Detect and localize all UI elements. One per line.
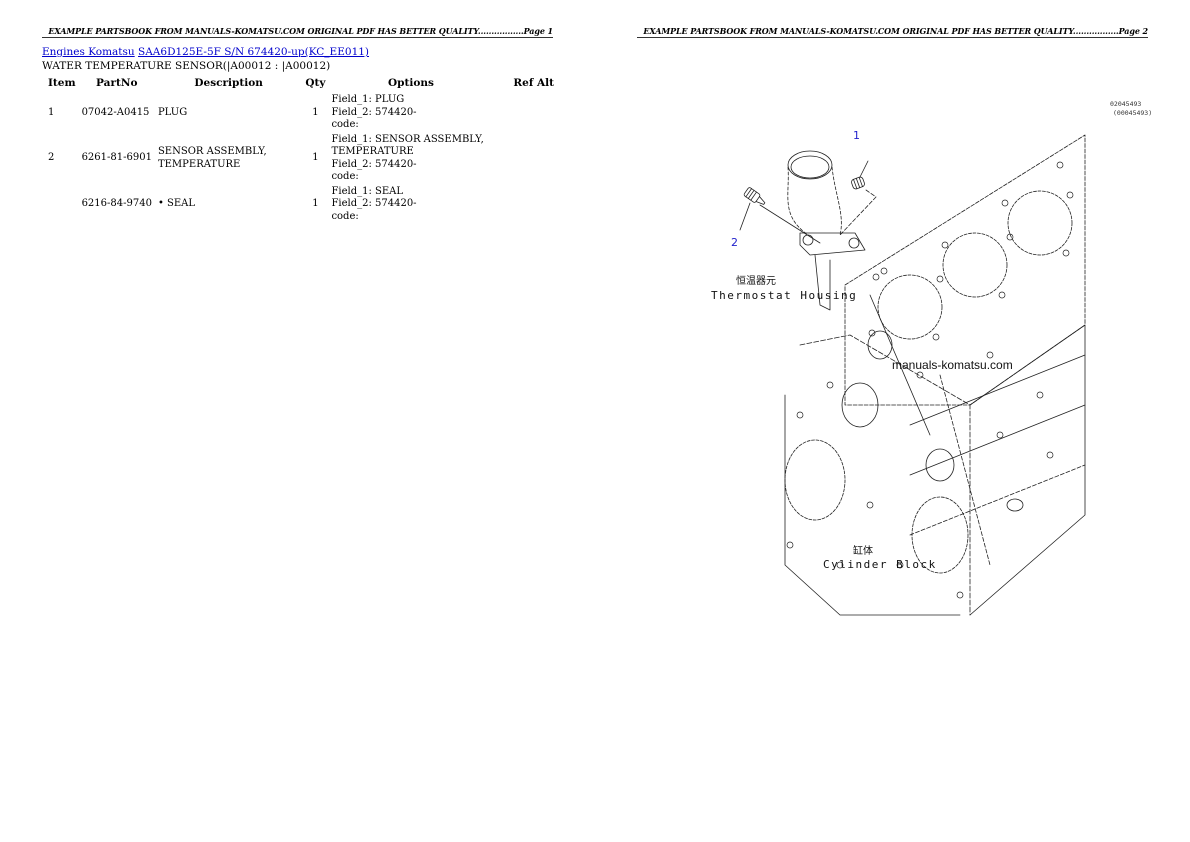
cell-ref-alt: [493, 93, 557, 133]
section-title: WATER TEMPERATURE SENSOR(|A00012 : |A000…: [42, 60, 331, 72]
cell-item: 2: [48, 152, 55, 164]
thermostat-housing-label-cjk: 恒温器元: [736, 276, 776, 287]
drawing-code: 02045493 (00045493): [1110, 100, 1152, 118]
cell-partno: 6261-81-6901: [81, 152, 152, 164]
option-line: Field_1: PLUG: [331, 94, 405, 105]
page-header: EXAMPLE PARTSBOOK FROM MANUALS-KOMATSU.C…: [42, 26, 553, 38]
cell-options: Field_1: PLUG Field_2: 574420- code:: [328, 93, 493, 133]
table-row: 1 07042-A0415 PLUG 1 Field_1: PLUG Field…: [42, 93, 557, 133]
option-line: Field_1: SENSOR ASSEMBLY,: [331, 133, 484, 145]
cell-item: [42, 185, 79, 225]
option-line: Field_2: 574420-: [331, 198, 417, 209]
table-header-row: Item PartNo Description Qty Options Ref …: [42, 76, 557, 93]
callout-1[interactable]: 1: [853, 129, 860, 142]
cell-qty: 1: [312, 106, 319, 118]
cell-description: SENSOR ASSEMBLY, TEMPERATURE: [157, 146, 267, 170]
thermostat-housing-label: Thermostat Housing: [711, 289, 858, 302]
cell-description: • SEAL: [157, 198, 196, 209]
cell-qty: 1: [312, 152, 319, 164]
option-line: Field_1: SEAL: [331, 185, 404, 197]
watermark: manuals-komatsu.com: [892, 358, 1013, 372]
cell-options: Field_1: SENSOR ASSEMBLY, TEMPERATURE Fi…: [328, 133, 493, 185]
cylinder-block-label: Cylinder Block: [823, 558, 937, 571]
breadcrumb: Engines Komatsu SAA6D125E-5F S/N 674420-…: [42, 46, 369, 58]
parts-table: Item PartNo Description Qty Options Ref …: [42, 76, 557, 224]
cell-ref-alt: [493, 133, 557, 185]
cell-qty: 1: [312, 198, 319, 209]
breadcrumb-link-engines-komatsu[interactable]: Engines Komatsu: [42, 46, 135, 58]
parts-list-page: EXAMPLE PARTSBOOK FROM MANUALS-KOMATSU.C…: [42, 26, 557, 224]
cell-ref-alt: [493, 185, 557, 225]
sensor-part: [743, 187, 766, 205]
drawing-code-line: 02045493: [1110, 100, 1142, 108]
breadcrumb-link-model[interactable]: SAA6D125E-5F S/N 674420-up(KC_EE011): [138, 46, 370, 58]
column-header-ref-alt: Ref Alt: [513, 77, 554, 89]
cell-item: 1: [48, 106, 55, 118]
option-line: Field_2: 574420-: [331, 158, 417, 170]
column-header-description: Description: [194, 77, 263, 89]
table-row: 2 6261-81-6901 SENSOR ASSEMBLY, TEMPERAT…: [42, 133, 557, 185]
option-line: TEMPERATURE: [331, 146, 414, 157]
column-header-partno: PartNo: [96, 77, 138, 89]
page-header: EXAMPLE PARTSBOOK FROM MANUALS-KOMATSU.C…: [637, 26, 1148, 38]
column-header-qty: Qty: [305, 77, 326, 89]
option-line: code:: [331, 119, 359, 130]
drawing-code-line: (00045493): [1113, 109, 1153, 117]
cell-description: PLUG: [157, 106, 188, 118]
plug-part: [851, 176, 865, 190]
column-header-options: Options: [388, 77, 434, 89]
cell-options: Field_1: SEAL Field_2: 574420- code:: [328, 185, 493, 225]
exploded-parts-drawing: 02045493 (00045493) 1 2 恒温器元 Thermostat …: [640, 95, 1160, 625]
cell-partno: 07042-A0415: [81, 106, 150, 118]
engine-line-drawing: [739, 134, 1086, 616]
diagram-page: EXAMPLE PARTSBOOK FROM MANUALS-KOMATSU.C…: [595, 0, 1190, 842]
callout-2[interactable]: 2: [731, 236, 738, 249]
option-line: code:: [331, 171, 359, 182]
cell-partno: 6216-84-9740: [81, 198, 152, 209]
cylinder-block-label-cjk: 缸体: [853, 546, 873, 557]
table-row: 6216-84-9740 • SEAL 1 Field_1: SEAL Fiel…: [42, 185, 557, 225]
option-line: Field_2: 574420-: [331, 106, 417, 118]
option-line: code:: [331, 210, 359, 222]
column-header-item: Item: [48, 77, 76, 89]
